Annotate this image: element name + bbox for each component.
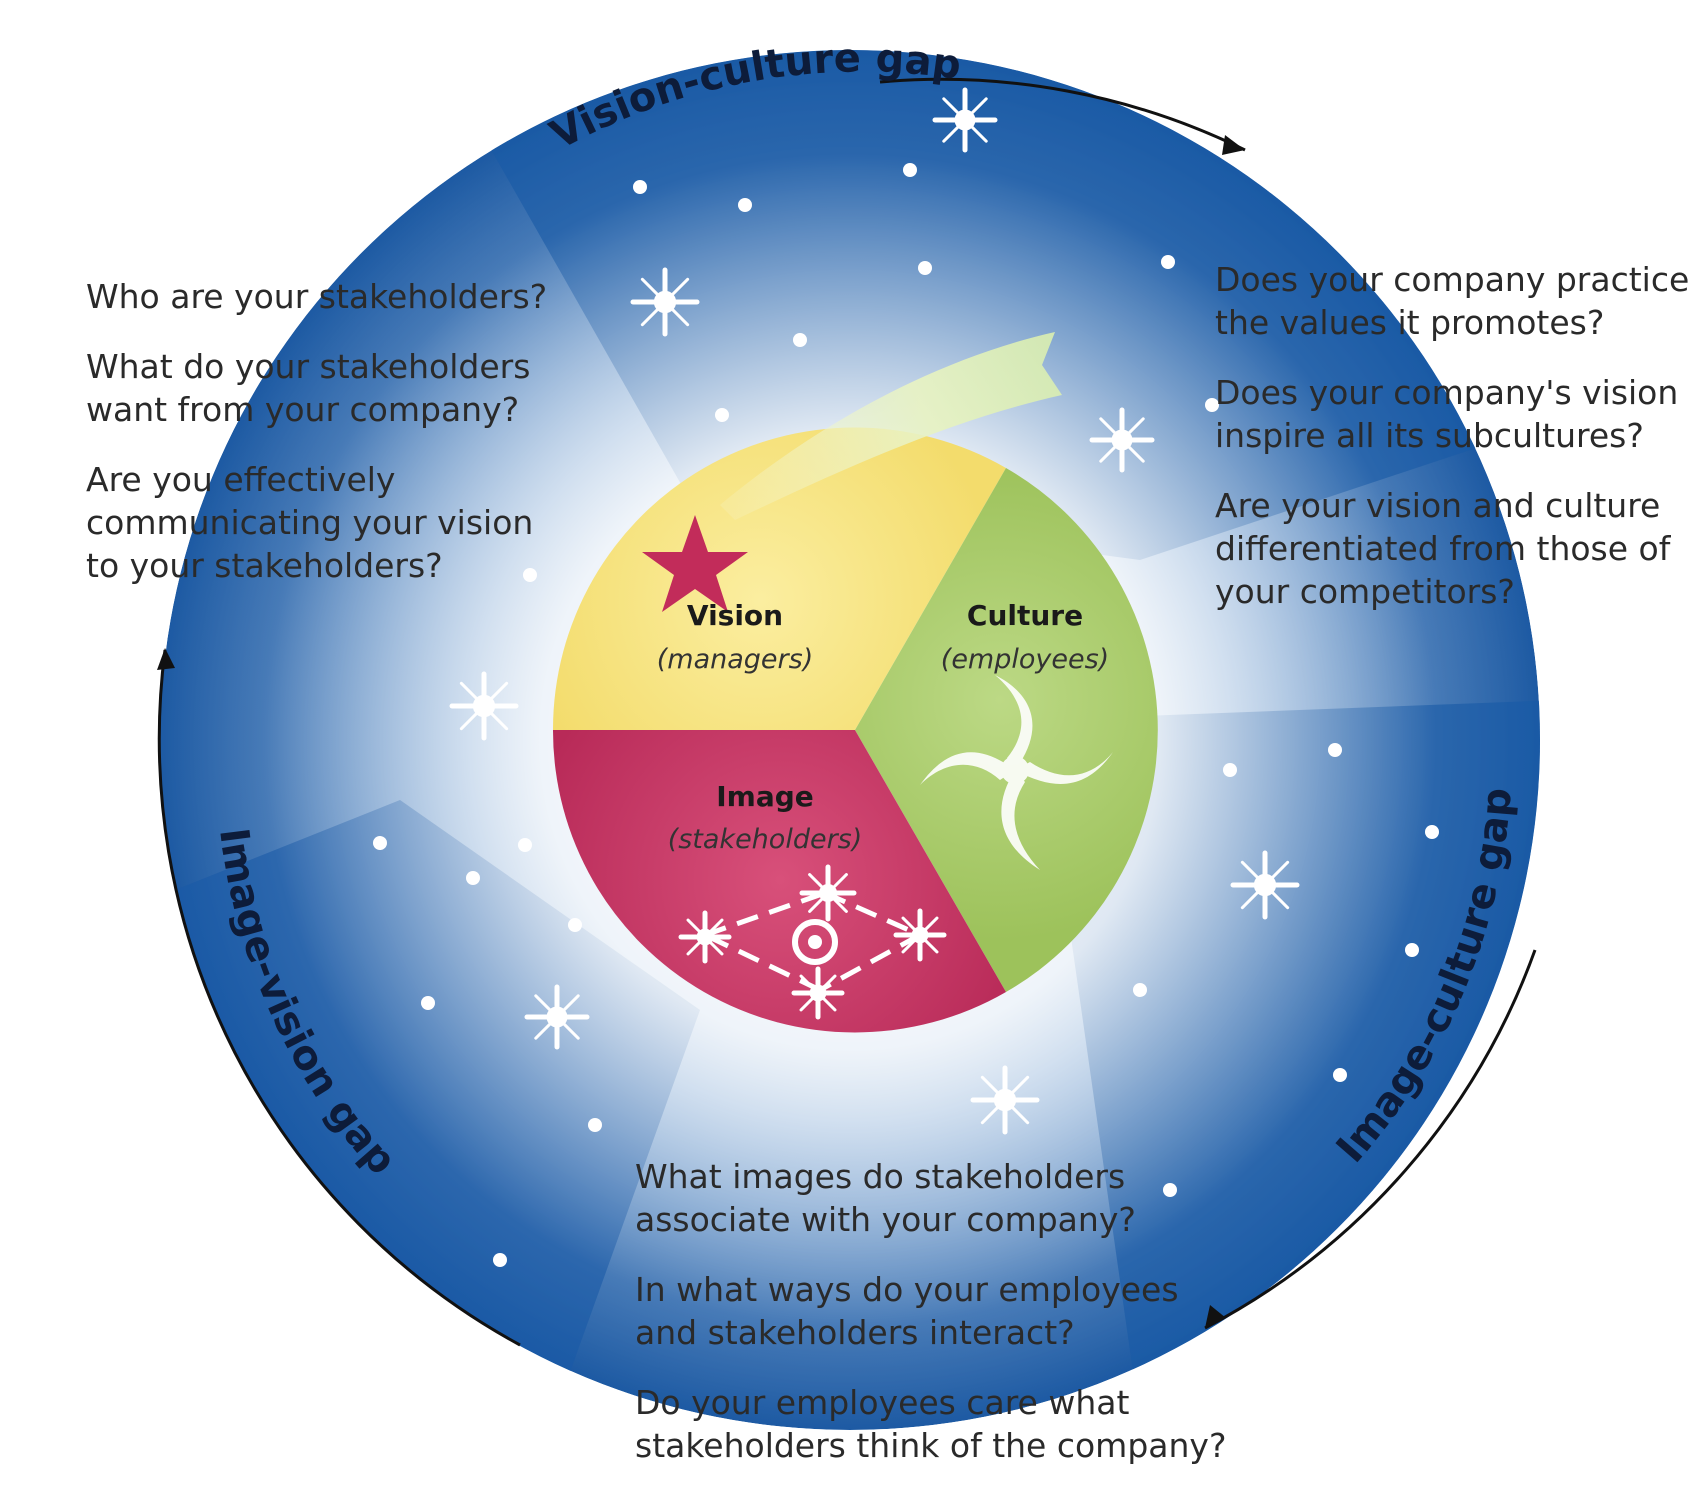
question-line: What images do stakeholders <box>635 1155 1275 1198</box>
question-line: Who are your stakeholders? <box>86 275 606 318</box>
question-line: Are you effectively <box>86 458 606 501</box>
image-title: Image <box>716 780 814 813</box>
star-dot-icon <box>373 836 387 850</box>
question-line: and stakeholders interact? <box>635 1311 1275 1354</box>
stakeholder-questions: Who are your stakeholders? What do your s… <box>86 275 606 614</box>
star-dot-icon <box>903 163 917 177</box>
question-line: What do your stakeholders <box>86 345 606 388</box>
star-dot-icon <box>1223 763 1237 777</box>
vision-title: Vision <box>687 599 783 632</box>
question-line: stakeholders think of the company? <box>635 1424 1275 1467</box>
star-dot-icon <box>793 333 807 347</box>
star-icon <box>527 987 587 1047</box>
star-dot-icon <box>493 1253 507 1267</box>
star-dot-icon <box>1133 983 1147 997</box>
culture-subtitle: (employees) <box>941 644 1109 675</box>
question-line: Do your employees care what <box>635 1381 1275 1424</box>
star-icon <box>794 969 842 1017</box>
question-line: inspire all its subcultures? <box>1215 414 1695 457</box>
star-dot-icon <box>421 996 435 1010</box>
question-line: your competitors? <box>1215 570 1695 613</box>
question-line: the values it promotes? <box>1215 301 1695 344</box>
question-line: Does your company's vision <box>1215 371 1695 414</box>
star-icon <box>802 867 854 919</box>
star-dot-icon <box>1425 825 1439 839</box>
core-pie <box>553 428 1158 1033</box>
star-icon <box>681 913 729 961</box>
star-icon <box>973 1068 1037 1132</box>
culture-title: Culture <box>967 599 1083 632</box>
star-dot-icon <box>1405 943 1419 957</box>
question-line: Does your company practice <box>1215 258 1695 301</box>
question-item: Who are your stakeholders? <box>86 275 606 318</box>
star-dot-icon <box>568 918 582 932</box>
star-dot-icon <box>1328 743 1342 757</box>
question-line: communicating your vision <box>86 501 606 544</box>
arrowhead-icon <box>1222 135 1245 155</box>
star-dot-icon <box>1161 255 1175 269</box>
star-dot-icon <box>1333 1068 1347 1082</box>
star-dot-icon <box>518 838 532 852</box>
vision-subtitle: (managers) <box>657 644 814 675</box>
question-line: differentiated from those of <box>1215 527 1695 570</box>
star-icon <box>935 90 995 150</box>
star-dot-icon <box>738 198 752 212</box>
star-icon <box>1092 410 1152 470</box>
star-icon <box>896 911 944 959</box>
question-line: associate with your company? <box>635 1198 1275 1241</box>
star-dot-icon <box>588 1118 602 1132</box>
star-dot-icon <box>918 261 932 275</box>
star-icon <box>452 674 516 738</box>
star-dot-icon <box>466 871 480 885</box>
question-line: Are your vision and culture <box>1215 484 1695 527</box>
question-line: to your stakeholders? <box>86 544 606 587</box>
question-line: In what ways do your employees <box>635 1268 1275 1311</box>
star-icon <box>633 270 697 334</box>
star-dot-icon <box>715 408 729 422</box>
question-line: want from your company? <box>86 388 606 431</box>
star-icon <box>1233 853 1297 917</box>
star-dot-icon <box>633 180 647 194</box>
image-subtitle: (stakeholders) <box>668 824 863 855</box>
